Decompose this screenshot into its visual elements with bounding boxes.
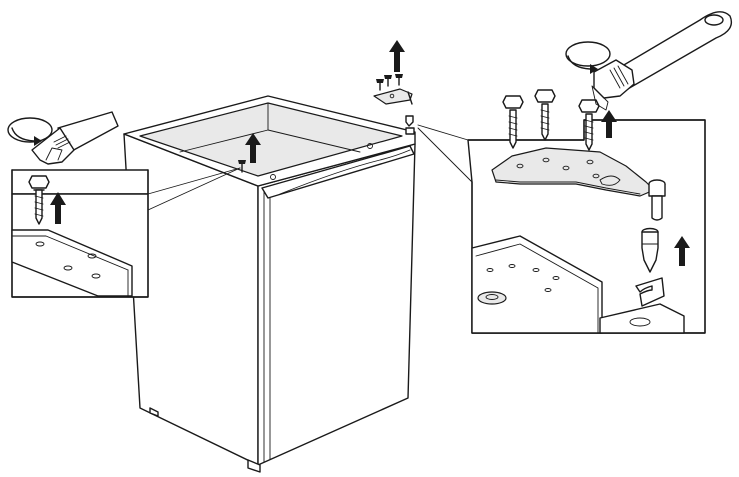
door-socket xyxy=(629,317,651,327)
screw-hole xyxy=(486,268,494,272)
callout-line-left xyxy=(147,167,241,211)
up-arrow-icon xyxy=(50,192,66,224)
hinge-bracket-icon xyxy=(373,88,413,105)
up-arrow-icon xyxy=(674,236,690,266)
screw-hole xyxy=(35,241,45,247)
screw-icon xyxy=(28,175,50,225)
detail-edge-left xyxy=(11,235,129,271)
callout-line-right xyxy=(417,124,469,141)
clip-icon xyxy=(405,127,415,135)
left-hinge-detail xyxy=(7,111,149,298)
hinge-socket xyxy=(477,291,507,305)
screw-icon xyxy=(578,99,600,151)
rotate-arrow-icon xyxy=(565,41,611,74)
screw-hole xyxy=(532,268,540,272)
up-arrow-icon xyxy=(389,40,405,72)
screw-hole xyxy=(367,143,373,149)
hinge-socket-hole xyxy=(485,294,499,300)
refrigerator-cabinet xyxy=(123,95,416,473)
rotate-arrow-icon xyxy=(7,117,53,146)
handle-contour xyxy=(279,149,411,195)
door-handle-strip xyxy=(261,145,415,199)
screw-icon xyxy=(238,160,246,173)
right-hinge-detail xyxy=(467,11,733,334)
screw-hole xyxy=(508,264,516,268)
callout-line-left xyxy=(147,167,241,195)
cabinet-foot xyxy=(149,407,159,417)
screw-icon xyxy=(534,89,556,141)
screw-hole xyxy=(552,276,560,280)
cabinet-foot xyxy=(247,459,261,473)
top-hinge-parts xyxy=(373,40,415,135)
up-arrow-icon xyxy=(245,133,261,163)
screw-hole xyxy=(91,273,101,279)
screw-icon xyxy=(502,95,524,149)
screw-hole xyxy=(544,288,552,292)
plastic-sleeve-icon xyxy=(641,227,659,273)
detail-edge-right xyxy=(475,243,599,334)
screw-icon xyxy=(376,79,384,91)
up-arrow-icon xyxy=(601,110,617,138)
detail-top-corner-left xyxy=(11,229,133,297)
cabinet-top-opening xyxy=(139,102,403,177)
screw-icon xyxy=(384,75,392,87)
callout-line-right xyxy=(417,127,473,183)
screw-hole xyxy=(87,253,97,259)
plastic-sleeve-icon xyxy=(405,115,414,127)
hinge-pin-icon xyxy=(648,179,666,221)
wrench-icon xyxy=(31,111,119,165)
wrench-icon xyxy=(591,11,733,111)
screw-hole xyxy=(63,265,73,271)
screw-hole xyxy=(270,174,276,180)
detail-top-corner-right xyxy=(471,235,603,334)
clip-icon xyxy=(635,277,665,307)
hinge-bracket-icon xyxy=(491,147,655,197)
screw-icon xyxy=(395,74,403,86)
